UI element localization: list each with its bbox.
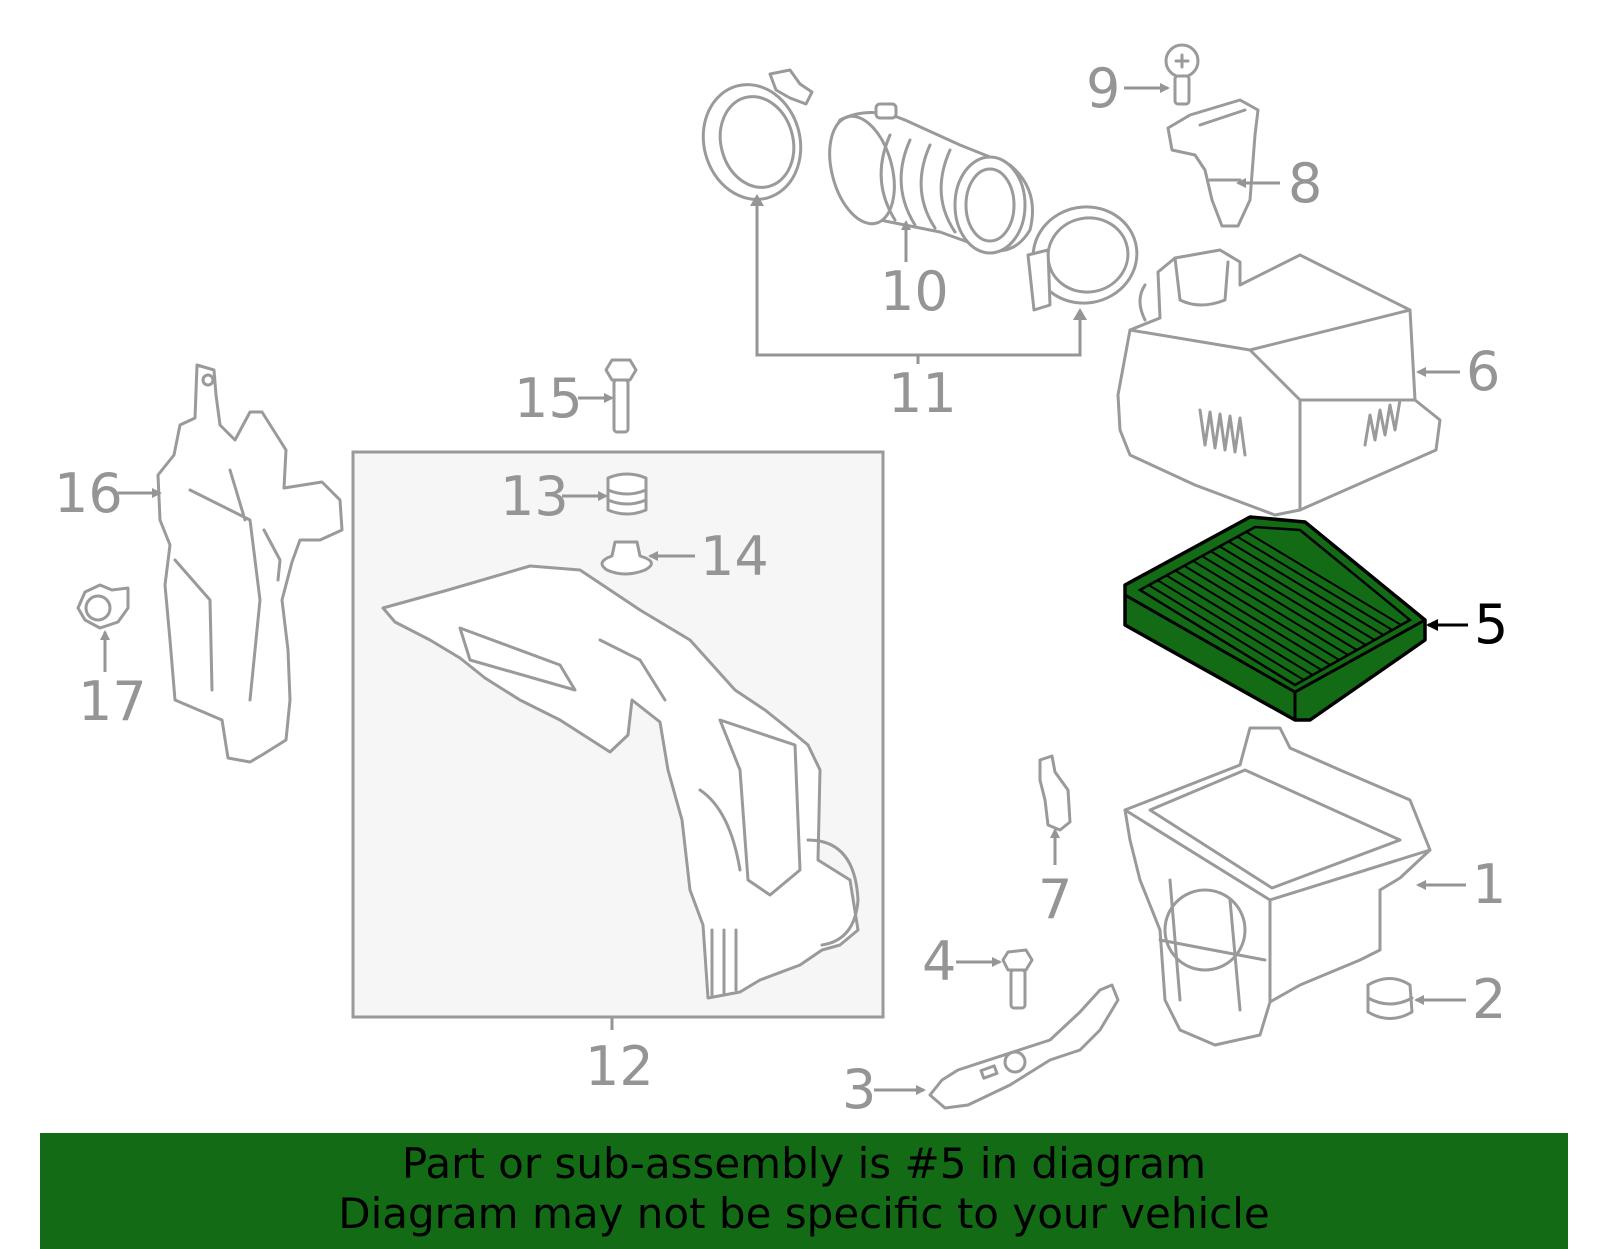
part-10-intake-hose[interactable]	[819, 102, 1034, 255]
part-4-bolt[interactable]	[1001, 948, 1034, 1010]
part-2-grommet[interactable]	[1366, 977, 1414, 1020]
callout-11: 11	[888, 362, 957, 425]
callout-2: 2	[1472, 968, 1506, 1031]
part-5-air-filter[interactable]	[1123, 515, 1427, 722]
filter-pleat	[1227, 540, 1384, 636]
part-15-bolt[interactable]	[604, 358, 638, 434]
callout-13: 13	[500, 465, 569, 528]
filter-pleat	[1219, 545, 1376, 641]
callout-7: 7	[1038, 868, 1072, 931]
callout-5: 5	[1474, 593, 1508, 656]
part-1-lower-case[interactable]	[1123, 726, 1432, 1047]
part-9-screw[interactable]	[1164, 43, 1200, 106]
callout-12: 12	[585, 1035, 654, 1098]
callout-15: 15	[514, 367, 583, 430]
part-13-grommet[interactable]	[606, 472, 648, 516]
callout-17: 17	[78, 670, 147, 733]
part-11-arrow-left	[750, 194, 764, 206]
part-3-bracket[interactable]	[928, 983, 1120, 1110]
part-7-clip[interactable]	[1038, 754, 1072, 832]
part-6-upper-cover[interactable]	[1116, 248, 1442, 517]
filter-pleat	[1192, 560, 1349, 656]
filter-pleat	[1166, 574, 1323, 671]
callout-1: 1	[1472, 853, 1506, 916]
part-12-intake-duct[interactable]	[381, 564, 860, 1000]
callout-10: 10	[880, 260, 949, 323]
filter-pleat	[1157, 579, 1314, 676]
filter-pleat	[1201, 555, 1358, 651]
banner-line-1: Part or sub-assembly is #5 in diagram	[401, 1139, 1207, 1188]
filter-pleat	[1236, 535, 1393, 631]
callout-4: 4	[922, 930, 956, 993]
callout-16: 16	[54, 462, 123, 525]
filter-pleat	[1174, 569, 1331, 666]
filter-pleat	[1148, 584, 1305, 681]
filter-pleat	[1210, 550, 1367, 646]
filter-pleat	[1245, 530, 1402, 626]
callout-14: 14	[700, 525, 769, 588]
part-11-clamp-left[interactable]	[691, 68, 814, 210]
part-11-arrow-right	[1073, 308, 1087, 320]
part-8-sensor[interactable]	[1166, 98, 1260, 228]
info-banner: Part or sub-assembly is #5 in diagram Di…	[40, 1133, 1568, 1249]
filter-pleat	[1183, 564, 1340, 661]
part-11-clamp-right[interactable]	[1025, 199, 1144, 312]
part-16-bracket[interactable]	[156, 363, 344, 764]
callout-9: 9	[1086, 57, 1120, 120]
part-17-clip[interactable]	[76, 583, 130, 630]
callout-6: 6	[1466, 340, 1500, 403]
callout-3: 3	[842, 1058, 876, 1121]
callout-8: 8	[1288, 152, 1322, 215]
banner-line-2: Diagram may not be specific to your vehi…	[338, 1189, 1270, 1238]
